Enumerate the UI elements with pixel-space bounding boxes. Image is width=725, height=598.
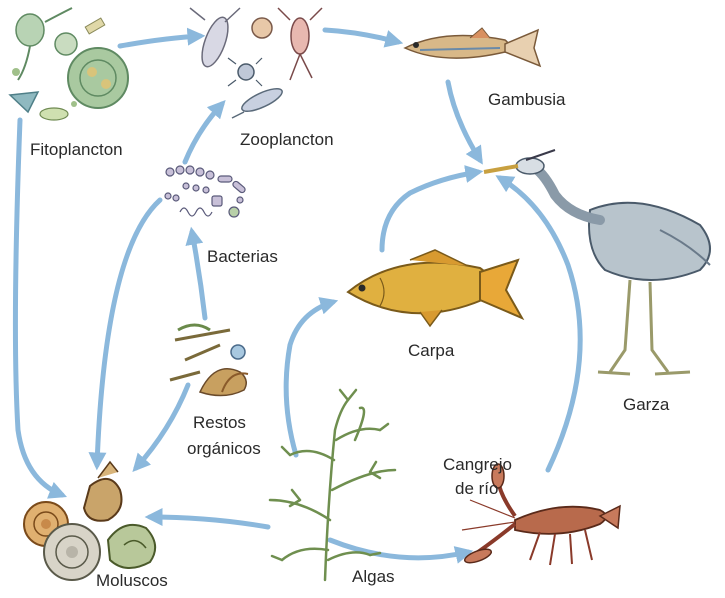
organic-remains-illustration (169, 323, 249, 397)
mollusks-illustration (23, 460, 157, 581)
label-cangrejo-line2: de río (455, 479, 498, 498)
label-gambusia: Gambusia (488, 90, 566, 109)
label-moluscos: Moluscos (96, 571, 168, 590)
label-fitoplancton: Fitoplancton (30, 140, 123, 159)
algae-illustration (268, 388, 397, 582)
label-carpa: Carpa (408, 341, 455, 360)
arrow-bacterias-to-moluscos (88, 197, 163, 471)
arrow-bacterias-to-zooplancton (182, 100, 226, 165)
label-algas: Algas (352, 567, 395, 586)
label-zooplancton: Zooplancton (240, 130, 334, 149)
arrow-fitoplancton-to-moluscos (12, 117, 68, 499)
gambusia-fish-illustration (403, 27, 542, 68)
arrows (12, 27, 583, 564)
heron-illustration (483, 149, 711, 376)
arrow-zooplancton-to-gambusia (322, 27, 404, 48)
arrow-algas-to-cangrejo (327, 537, 474, 564)
arrow-restos-to-bacterias (185, 226, 208, 321)
arrow-gambusia-to-garza (445, 79, 483, 165)
arrow-restos-to-moluscos (132, 382, 191, 473)
arrow-fitoplancton-to-zooplancton (117, 27, 206, 49)
arrow-algas-to-carpa (283, 297, 339, 458)
phytoplankton-illustration (8, 7, 129, 121)
label-cangrejo-line1: Cangrejo (443, 455, 512, 474)
label-bacterias: Bacterias (207, 247, 278, 266)
crayfish-illustration (461, 463, 621, 566)
zooplankton-illustration (189, 7, 323, 119)
label-restos-line1: Restos (193, 413, 246, 432)
arrow-algas-to-moluscos (144, 508, 271, 530)
arrow-carpa-to-garza (379, 165, 484, 253)
label-garza: Garza (623, 395, 670, 414)
arrow-cangrejo-to-garza (495, 175, 583, 473)
label-restos-line2: orgánicos (187, 439, 261, 458)
carp-fish-illustration (346, 249, 525, 328)
bacteria-illustration (164, 165, 246, 218)
